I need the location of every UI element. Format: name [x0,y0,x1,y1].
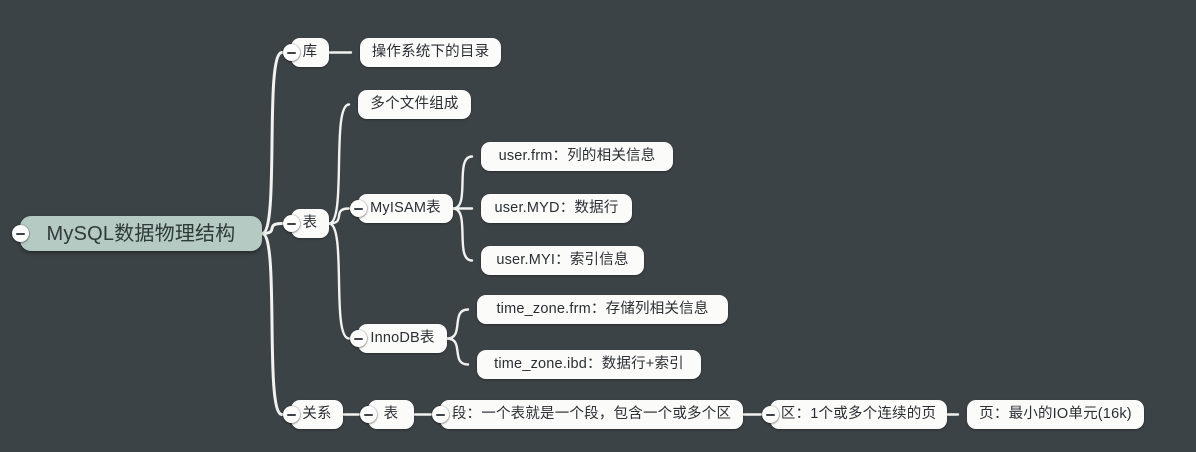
node-myisam-table-label: MyISAM表 [370,200,441,217]
node-user-frm[interactable]: user.frm：列的相关信息 [481,142,673,171]
connector-root-to-ku [260,51,284,235]
node-os-directory[interactable]: 操作系统下的目录 [360,38,501,67]
toggle-myisam-icon[interactable] [349,200,367,217]
node-time-zone-frm-label: time_zone.frm：存储列相关信息 [496,301,709,318]
node-time-zone-frm[interactable]: time_zone.frm：存储列相关信息 [477,295,728,324]
node-user-frm-label: user.frm：列的相关信息 [498,148,656,165]
connector-biao-to-myisam [327,207,351,225]
node-duan-segment-label: 段：一个表就是一个段，包含一个或多个区 [451,406,732,423]
node-guanxi-label: 关系 [302,406,332,423]
node-os-directory-label: 操作系统下的目录 [371,44,490,61]
node-user-myi-label: user.MYI：索引信息 [496,252,629,269]
node-multiple-files[interactable]: 多个文件组成 [358,90,471,119]
node-relation-biao-label: 表 [383,406,399,423]
connector-biao-to-multi_files [327,103,351,225]
node-myisam-table[interactable]: MyISAM表 [358,194,453,223]
connector-myisam-to-user_frm [451,155,474,210]
node-ku-label: 库 [302,44,318,61]
node-multiple-files-label: 多个文件组成 [370,96,459,113]
node-user-myd[interactable]: user.MYD：数据行 [481,194,632,223]
node-innodb-table-label: InnoDB表 [370,330,435,347]
node-duan-segment[interactable]: 段：一个表就是一个段，包含一个或多个区 [440,400,743,429]
node-biao-label: 表 [302,215,318,232]
node-user-myi[interactable]: user.MYI：索引信息 [481,246,644,275]
node-root-mysql-physical-structure-label: MySQL数据物理结构 [46,222,236,245]
toggle-biao-icon[interactable] [282,215,300,232]
node-qu-extent-label: 区：1个或多个连续的页 [780,406,937,423]
node-qu-extent[interactable]: 区：1个或多个连续的页 [770,400,947,429]
node-innodb-table[interactable]: InnoDB表 [358,324,447,353]
toggle-ku-icon[interactable] [282,44,300,61]
node-time-zone-ibd-label: time_zone.ibd：数据行+索引 [494,356,684,373]
toggle-qu-icon[interactable] [761,406,779,423]
toggle-root-icon[interactable] [11,225,29,242]
connector-biao-to-innodb [327,222,351,340]
node-guanxi[interactable]: 关系 [291,400,343,429]
toggle-innodb-icon[interactable] [349,330,367,347]
node-ye-page[interactable]: 页：最小的IO单元(16k) [967,400,1144,429]
node-ye-page-label: 页：最小的IO单元(16k) [979,406,1132,423]
node-time-zone-ibd[interactable]: time_zone.ibd：数据行+索引 [477,350,701,379]
connector-root-to-biao [260,222,284,235]
connector-innodb-to-tz_frm [445,308,470,340]
node-user-myd-label: user.MYD：数据行 [494,200,619,217]
toggle-duan-icon[interactable] [431,406,449,423]
connector-innodb-to-tz_ibd [445,337,470,366]
connector-root-to-guanxi [260,232,284,416]
connector-myisam-to-user_myi [451,207,474,262]
toggle-rel-biao-icon[interactable] [359,406,377,423]
node-root-mysql-physical-structure[interactable]: MySQL数据物理结构 [20,216,262,251]
toggle-guanxi-icon[interactable] [282,406,300,423]
